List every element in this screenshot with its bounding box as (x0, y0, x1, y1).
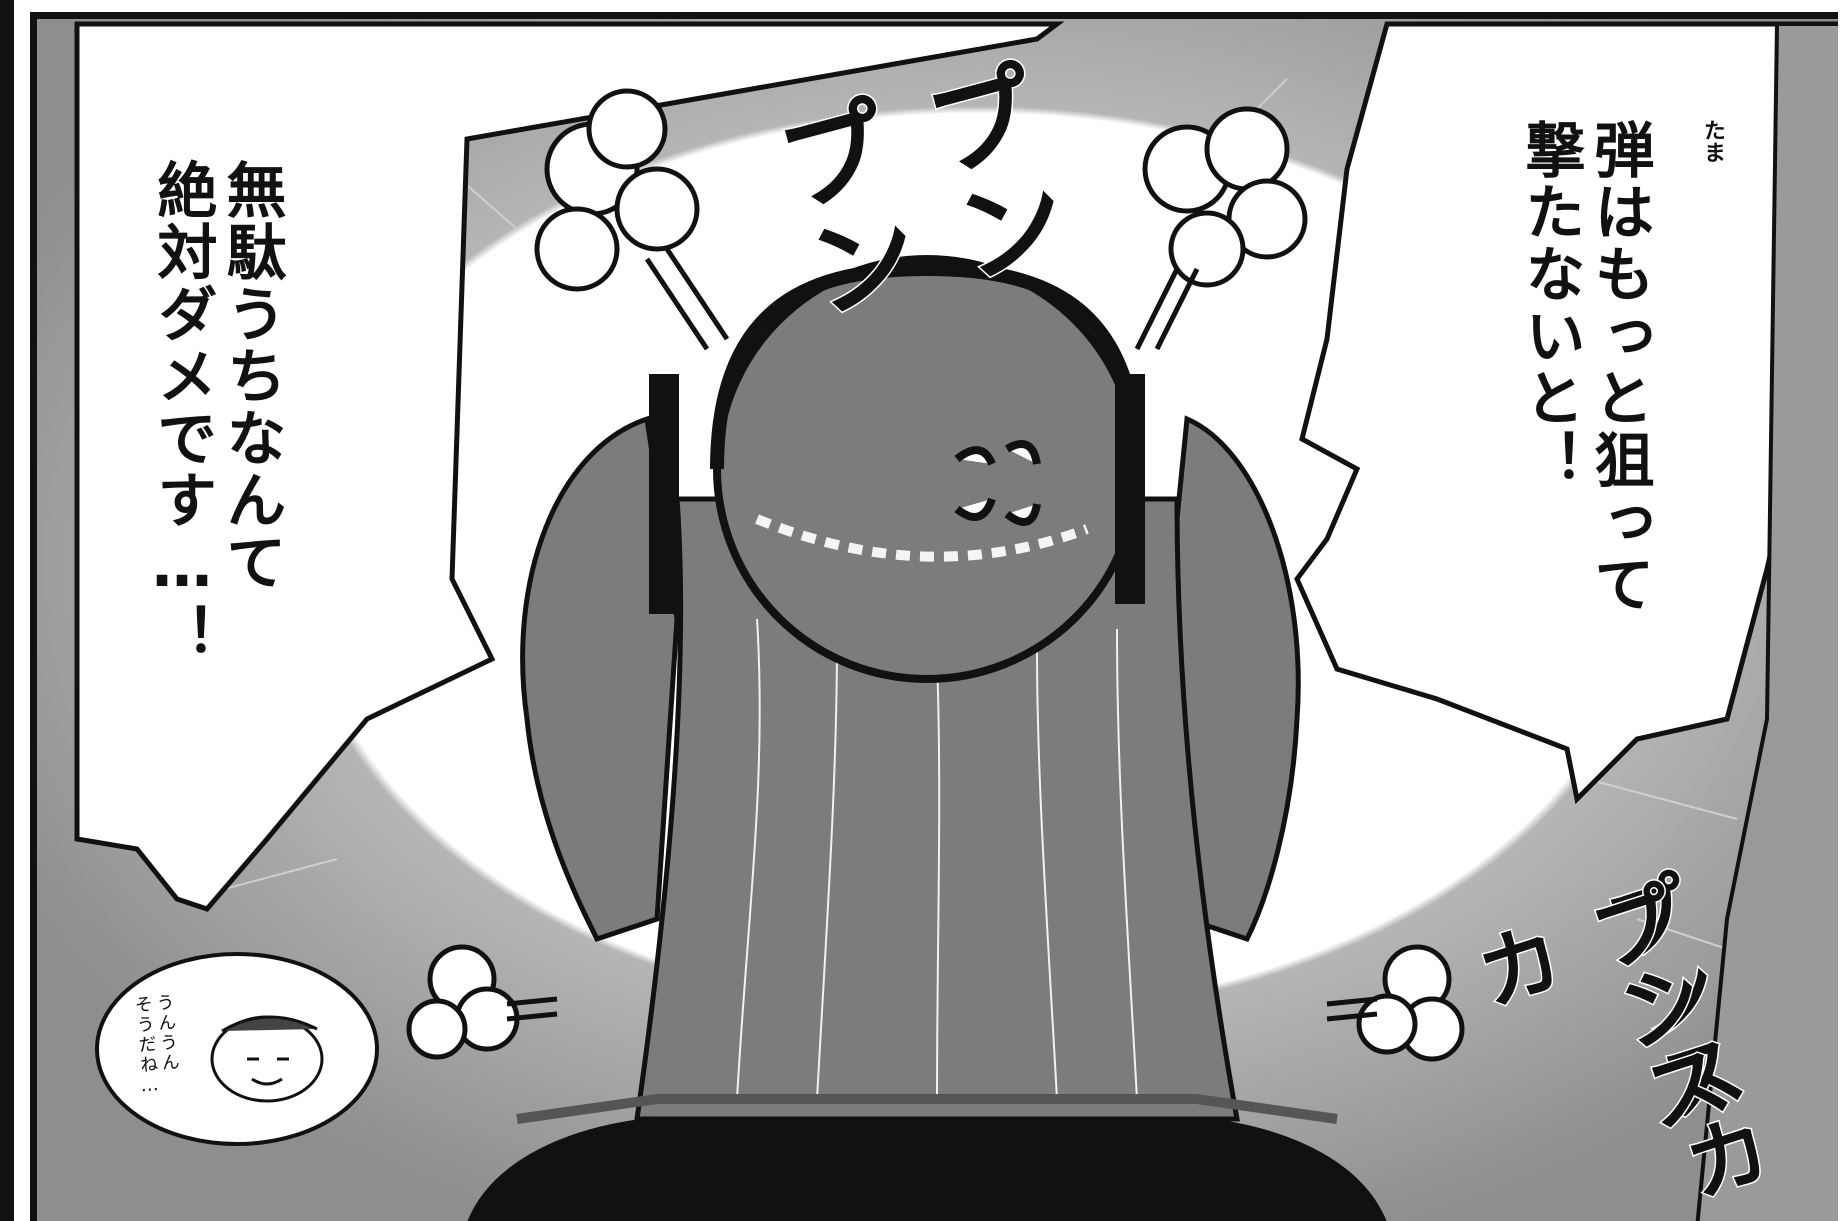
anger-vein-icon (954, 440, 1041, 526)
hair-highlights (736, 618, 1138, 1100)
headband (710, 261, 1144, 470)
manga-panel: 無駄うちなんて 絶対ダメです…！ 弾はもっと狙って 撃たないと！ たま うんうん… (30, 12, 1838, 1221)
right-twintail (1164, 415, 1301, 943)
steam-puff-bottom-left (406, 944, 520, 1060)
head (713, 255, 1141, 683)
panel-illustration (37, 19, 1838, 1221)
headband-left-clip (649, 374, 679, 614)
chibi-face (210, 1015, 324, 1103)
steam-puff-left (534, 88, 700, 292)
speech-right-text: 弾はもっと狙って 撃たないと！ (1515, 119, 1654, 615)
steam-puff-bottom-right (1356, 944, 1465, 1062)
headband-right-clip (1115, 374, 1145, 604)
speech-left-text: 無駄うちなんて 絶対ダメです…！ (147, 159, 286, 665)
steam-puff-right (1142, 106, 1308, 288)
side-figure-shoulder (1695, 22, 1838, 1221)
collar-line (516, 1094, 1338, 1124)
previous-panel-edge (0, 0, 14, 1221)
clothing-shoulders (467, 1117, 1387, 1221)
head-shine (755, 514, 1089, 562)
steam-motion-lines (506, 247, 1378, 1022)
thought-bubble-text: うんうん そうだね… (131, 992, 181, 1099)
speech-bubble-left (74, 21, 1065, 912)
furigana-ruby: たま (1700, 119, 1725, 163)
hair-back (634, 496, 1240, 1122)
left-twintail (520, 415, 680, 943)
